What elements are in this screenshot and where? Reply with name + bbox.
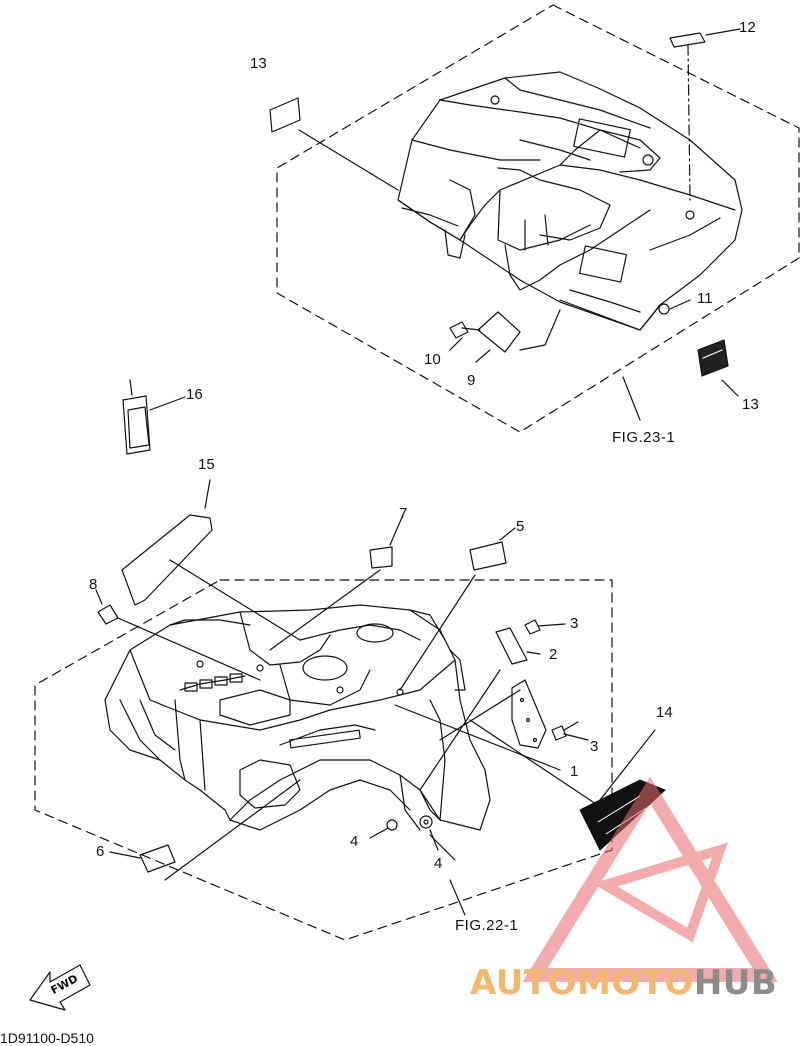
callout-7: 7 bbox=[399, 505, 408, 522]
plate-13-lower bbox=[697, 339, 729, 377]
decal-15 bbox=[121, 514, 213, 606]
figure-ref-23: FIG.23-1 bbox=[612, 429, 676, 446]
callout-8: 8 bbox=[89, 576, 98, 593]
callout-3-upper: 3 bbox=[570, 615, 579, 632]
bolt-3-lower bbox=[551, 721, 589, 741]
callout-2: 2 bbox=[549, 646, 558, 663]
sticker-12 bbox=[669, 32, 706, 48]
diagram-code: 1D91100-D510 bbox=[0, 1030, 94, 1046]
callout-10: 10 bbox=[424, 351, 441, 368]
decal-5 bbox=[469, 541, 507, 571]
callout-3-lower: 3 bbox=[590, 738, 599, 755]
watermark-text-part2: HUB bbox=[693, 963, 778, 1003]
callout-13-upper: 13 bbox=[250, 55, 267, 72]
bolt-10 bbox=[449, 321, 481, 339]
sticker-13-upper bbox=[269, 97, 301, 133]
front-fender bbox=[104, 604, 491, 831]
rear-fender bbox=[397, 71, 743, 331]
callout-1: 1 bbox=[570, 763, 579, 780]
callout-9: 9 bbox=[467, 372, 476, 389]
fwd-arrow bbox=[29, 964, 91, 1011]
decal-6 bbox=[139, 844, 176, 873]
washer-4b bbox=[419, 815, 433, 829]
marker-8 bbox=[97, 604, 119, 625]
callout-13-lower: 13 bbox=[742, 396, 759, 413]
bolt-3-upper bbox=[524, 619, 566, 635]
panel-1 bbox=[511, 679, 547, 749]
watermark-logo-text: AUTOMOTOHUB bbox=[470, 963, 777, 1003]
watermark-text-part1: AUTOMOTO bbox=[470, 963, 694, 1003]
washer-4a bbox=[386, 819, 398, 831]
callout-4-right: 4 bbox=[434, 855, 443, 872]
grommet-11 bbox=[658, 303, 670, 315]
callout-5: 5 bbox=[516, 518, 525, 535]
callout-4-left: 4 bbox=[350, 833, 359, 850]
figure-ref-22: FIG.22-1 bbox=[455, 917, 519, 934]
rear-fender-dashed-boundary bbox=[276, 4, 800, 433]
callout-15: 15 bbox=[198, 456, 215, 473]
plate-9 bbox=[477, 311, 521, 353]
front-fender-dashed-boundary bbox=[34, 579, 613, 941]
plate-2 bbox=[495, 627, 528, 665]
callout-11: 11 bbox=[697, 290, 713, 307]
callout-16: 16 bbox=[186, 386, 203, 403]
watermark-triangle bbox=[522, 776, 778, 982]
label-16 bbox=[122, 379, 151, 455]
decal-7 bbox=[369, 546, 393, 569]
callout-6: 6 bbox=[96, 843, 105, 860]
callout-14: 14 bbox=[656, 704, 673, 721]
callout-12: 12 bbox=[739, 19, 756, 36]
